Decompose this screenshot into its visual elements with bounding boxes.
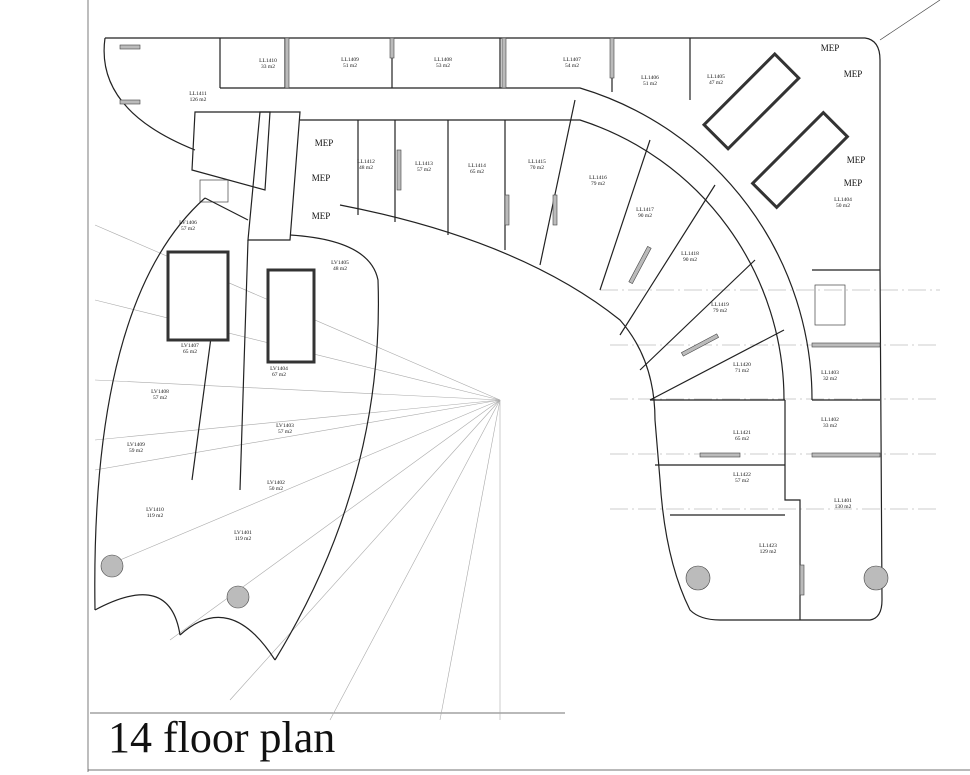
elevator-core-top-right [701,51,850,210]
mep-room-label: MEP [844,69,863,79]
mep-room-label: MEP [312,211,331,221]
mep-room-label: MEP [821,43,840,53]
mep-room-label: MEP [844,178,863,188]
grid-line [94,399,501,441]
mep-labels: MEP MEP MEP MEP MEP MEP MEP [312,43,866,221]
grid-line [169,399,501,641]
axis-lines [600,289,940,510]
sheet-frame [87,0,970,772]
left-tower [94,111,380,661]
grid-line [119,399,501,561]
grid-line [94,399,501,471]
mep-room-label: MEP [847,155,866,165]
grid-line [329,399,501,721]
grid-line [229,399,501,701]
mep-room-label: MEP [315,138,334,148]
plan-title: 14 floor plan [108,713,336,762]
mep-room-label: MEP [312,173,331,183]
grid-line [439,399,501,721]
top-wing [103,37,889,621]
grid-line [94,379,501,401]
